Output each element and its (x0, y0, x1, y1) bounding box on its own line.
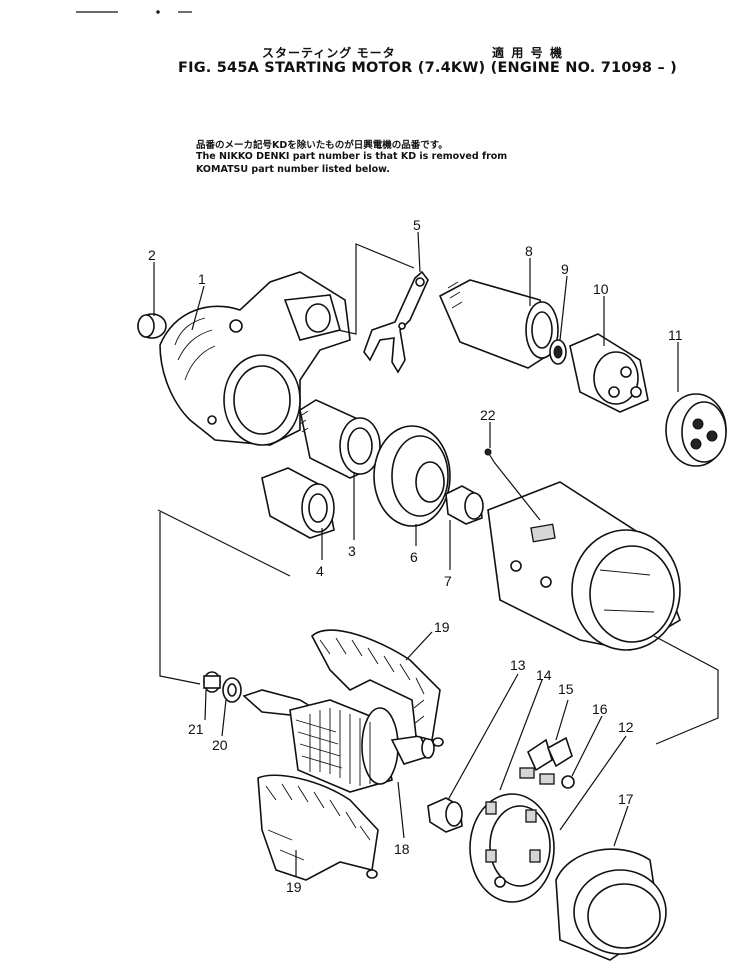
part-22-screw (484, 448, 495, 463)
callout-15: 15 (558, 681, 574, 697)
scan-dot (156, 10, 160, 14)
part-13-bushing (427, 797, 463, 833)
part-12-rear-bracket (469, 793, 555, 903)
callout-6: 6 (410, 549, 418, 565)
callout-21: 21 (188, 721, 204, 737)
callout-13: 13 (510, 657, 526, 673)
callout-3: 3 (348, 543, 356, 559)
callout-22: 22 (480, 407, 496, 423)
callout-11: 11 (668, 327, 683, 343)
part-21-bearing (203, 671, 221, 693)
callout-4: 4 (316, 563, 324, 579)
callout-12: 12 (618, 719, 634, 735)
part-18-armature (242, 689, 435, 793)
callout-7: 7 (444, 573, 452, 589)
part-19-field-coil-upper (310, 629, 444, 747)
part-9-washer (549, 339, 567, 365)
part-10-switch-cover (569, 333, 649, 413)
applicability-label-japanese: 適 用 号 機 (492, 46, 565, 60)
note-japanese: 品番のメーカ記号KDを除いたものが日興電機の品番です。 (196, 140, 448, 151)
callout-16: 16 (592, 701, 608, 717)
yoke-assembly (487, 481, 681, 651)
part-5-shift-lever (363, 270, 429, 374)
note-line-2: KOMATSU part number listed below. (196, 164, 390, 175)
part-1-drive-housing (159, 271, 351, 446)
callout-9: 9 (561, 261, 569, 277)
part-17-end-cover (555, 848, 667, 961)
callout-17: 17 (618, 791, 634, 807)
part-15-brush-set (519, 736, 573, 785)
part-16-spring (561, 775, 575, 789)
part-4-pinion (261, 467, 335, 539)
callout-leaders (153, 231, 679, 876)
part-8-magnetic-switch (438, 279, 559, 369)
callout-14: 14 (536, 667, 552, 683)
part-2-bushing (137, 313, 167, 339)
note-line-1: The NIKKO DENKI part number is that KD i… (196, 151, 508, 162)
callout-2: 2 (148, 247, 156, 263)
callout-10: 10 (593, 281, 609, 297)
callout-19-upper: 19 (434, 619, 450, 635)
figure-title-japanese: スターティング モータ (262, 46, 396, 60)
part-6-center-bracket (373, 425, 451, 527)
part-19-field-coil-lower (257, 774, 379, 881)
callout-8: 8 (525, 243, 533, 259)
callout-18: 18 (394, 841, 410, 857)
figure-title: FIG. 545A STARTING MOTOR (7.4KW) (ENGINE… (178, 60, 677, 76)
callout-labels: 2 1 5 8 9 10 11 22 3 4 6 7 19 21 20 18 1… (148, 217, 683, 895)
part-7-bushing (445, 485, 484, 525)
callout-20: 20 (212, 737, 228, 753)
part-20-washer (222, 677, 242, 703)
callout-5: 5 (413, 217, 421, 233)
callout-19-lower: 19 (286, 879, 302, 895)
part-3-overrunning-clutch (299, 399, 381, 479)
callout-1: 1 (198, 271, 206, 287)
assembly-guide-lines (157, 243, 719, 745)
part-11-terminal-cap (665, 393, 727, 467)
